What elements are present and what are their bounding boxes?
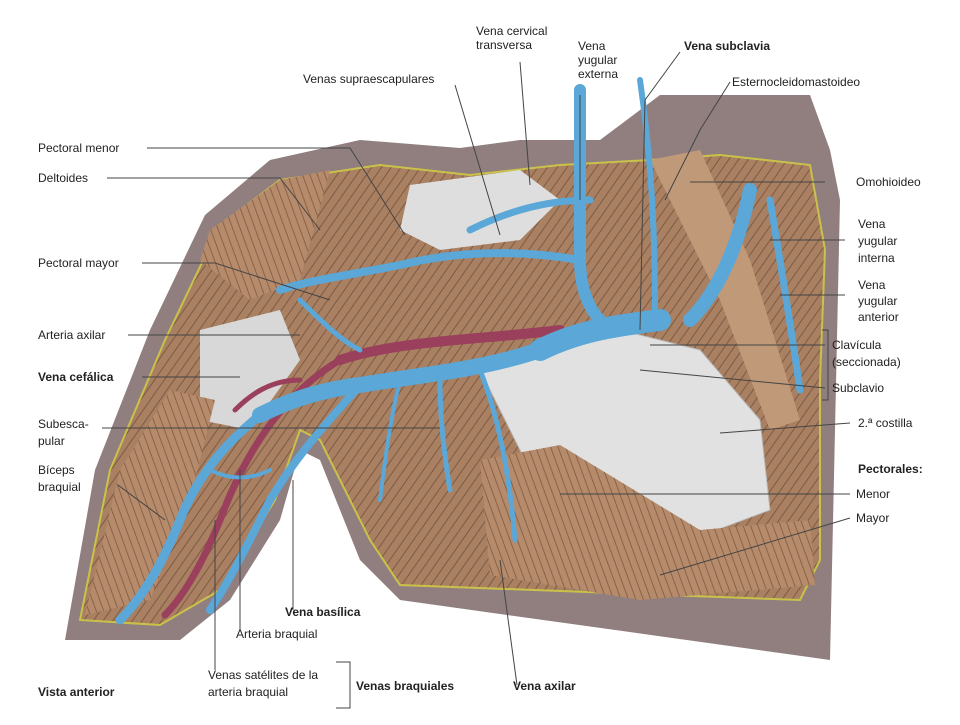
vena-axilar <box>252 342 548 423</box>
label-subescapular: Subesca-pular <box>38 417 89 448</box>
leader-lines <box>102 51 851 709</box>
label-menor: Menor <box>856 487 890 501</box>
arteria-axilar <box>335 325 565 365</box>
label-vena-axilar: Vena axilar <box>513 679 576 693</box>
label-pectoral-mayor: Pectoral mayor <box>38 256 119 270</box>
deltoides-muscle <box>200 170 330 300</box>
vena-basilica <box>206 381 364 614</box>
label-omohioideo: Omohioideo <box>856 175 921 189</box>
venas-small-1 <box>437 377 453 493</box>
venas-small-4 <box>297 297 363 353</box>
label-segunda-costilla: 2.ª costilla <box>858 416 913 430</box>
arteria-braquial <box>161 356 344 619</box>
label-vena-cefalica: Vena cefálica <box>38 370 114 384</box>
venas-small-2 <box>378 378 402 502</box>
label-vista-anterior: Vista anterior <box>38 685 115 699</box>
label-pectorales: Pectorales: <box>858 462 923 476</box>
vena-cefalica <box>115 410 265 625</box>
biceps-muscle <box>85 390 215 615</box>
label-mayor: Mayor <box>856 511 889 525</box>
label-vena-subclavia: Vena subclavia <box>684 39 770 53</box>
venas-supraescapulares <box>276 249 584 294</box>
label-venas-supraescapulares: Venas supraescapulares <box>303 72 434 86</box>
vena-yugular-interna <box>683 183 757 327</box>
label-venas-braquiales: Venas braquiales <box>356 679 454 693</box>
vena-subclavia <box>529 309 671 361</box>
fascia-area-2 <box>400 170 560 250</box>
label-arteria-axilar: Arteria axilar <box>38 328 105 342</box>
label-arteria-braquial: Arteria braquial <box>236 627 317 641</box>
venas-small-3 <box>477 367 518 543</box>
label-subclavio: Subclavio <box>832 381 884 395</box>
pectoral-mayor-muscle <box>480 445 815 600</box>
label-pectoral-menor: Pectoral menor <box>38 141 119 155</box>
label-esternocleidomastoideo: Esternocleidomastoideo <box>732 75 860 89</box>
vena-cervical-transversa <box>466 196 594 234</box>
label-deltoides: Deltoides <box>38 171 88 185</box>
label-clavicula: Clavícula(seccionada) <box>832 338 901 369</box>
fascia-arm <box>200 310 300 430</box>
esternocleidomastoideo-muscle <box>650 150 800 430</box>
vena-yugular-anterior <box>637 77 658 313</box>
venas-small-6 <box>766 196 804 394</box>
label-vena-basilica: Vena basílica <box>285 605 361 619</box>
arteries <box>161 325 565 619</box>
arteria-branch <box>232 377 303 413</box>
